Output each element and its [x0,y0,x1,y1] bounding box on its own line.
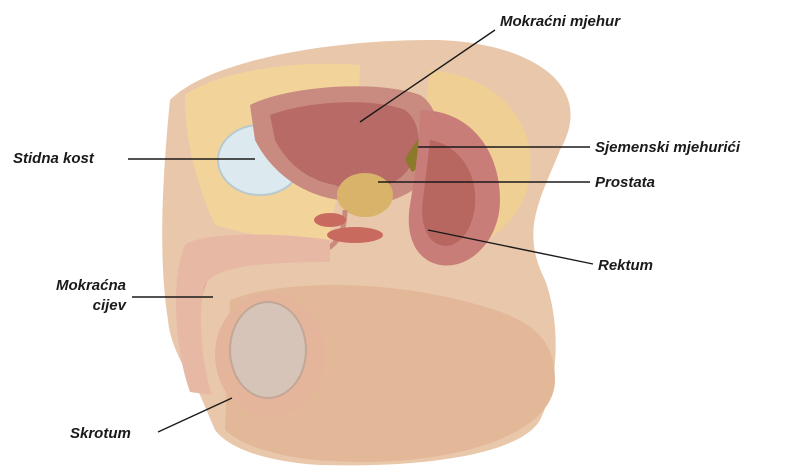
label-urethra-line2: cijev [30,297,126,315]
label-urethra-line1: Mokraćna [30,277,126,295]
label-pubic-bone: Stidna kost [13,150,94,168]
label-bladder: Mokraćni mjehur [500,13,620,31]
label-prostate: Prostata [595,174,655,192]
label-scrotum: Skrotum [70,425,131,443]
pelvic-muscle [327,227,383,243]
pelvic-muscle-2 [314,213,346,227]
testis [230,302,306,398]
label-seminal-vesicles: Sjemenski mjehurići [595,139,740,157]
label-rectum: Rektum [598,257,653,275]
